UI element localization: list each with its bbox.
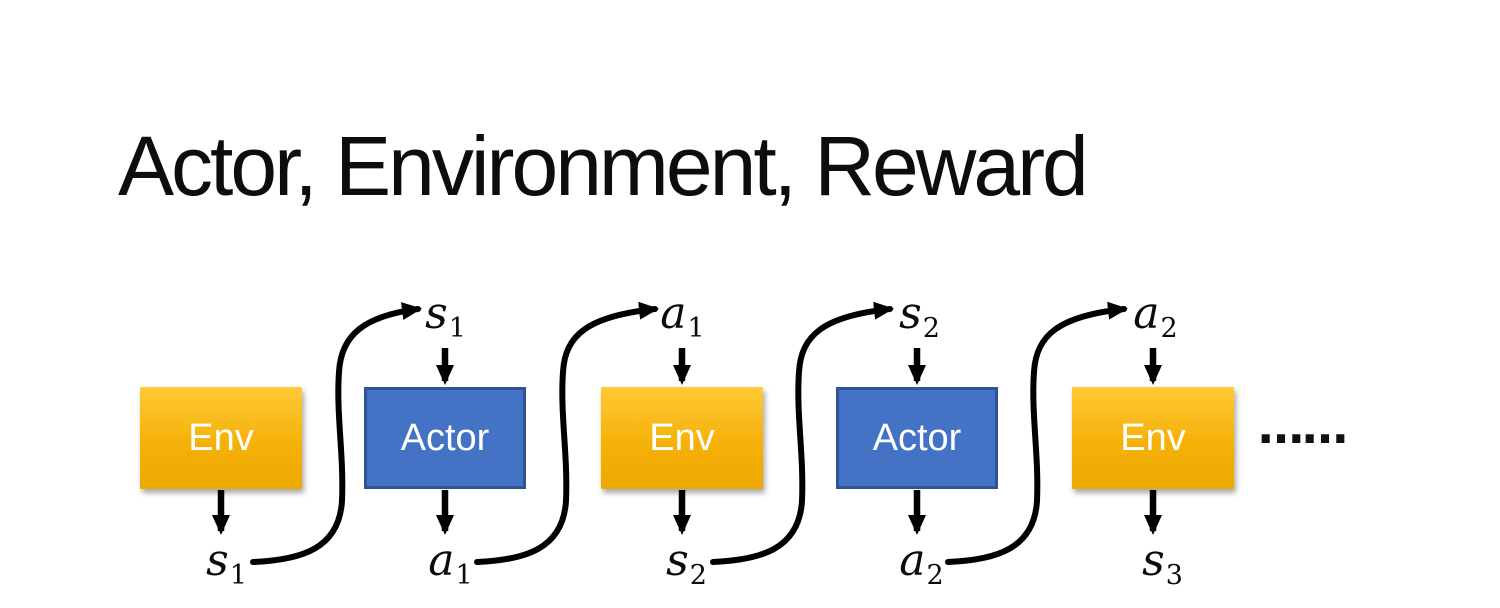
actor-box-2-label: Actor [872,416,962,459]
bottom-label-s1-sub: 1 [229,560,247,591]
page-title: Actor, Environment, Reward [118,119,1089,213]
top-label-s1-base: s [425,288,448,339]
top-label-s1-sub: 1 [448,313,466,344]
bottom-label-s3-base: s [1142,535,1165,586]
bottom-label-a2-base: a [899,535,926,586]
env-box-1: Env [140,387,302,489]
bottom-label-s1-base: s [206,535,229,586]
feedback-curve-a1 [474,301,659,565]
env-box-2-label: Env [649,416,715,459]
feedback-curve-s2 [710,301,894,565]
bottom-label-a1-base: a [428,535,455,586]
bottom-label-s2-base: s [666,535,689,586]
top-label-a2: a2 [1115,288,1195,345]
feedback-curve-s1 [250,302,422,565]
top-label-a1: a1 [642,288,722,345]
top-label-a1-sub: 1 [687,313,705,344]
top-label-a1-base: a [660,288,687,339]
feedback-curve-a2 [945,301,1128,565]
continuation-ellipsis: …… [1258,400,1348,454]
bottom-label-a1: a1 [410,535,490,592]
top-label-a2-base: a [1133,288,1160,339]
top-label-s2-sub: 2 [922,313,940,344]
bottom-label-s3-sub: 3 [1165,560,1183,591]
actor-box-1-label: Actor [400,416,490,459]
env-box-3: Env [1072,387,1234,489]
env-box-3-label: Env [1120,416,1186,459]
bottom-label-s2: s2 [646,535,726,592]
env-box-2: Env [601,387,763,489]
bottom-label-s1: s1 [186,535,266,592]
bottom-label-a1-sub: 1 [455,560,473,591]
bottom-label-s2-sub: 2 [689,560,707,591]
bottom-label-a2-sub: 2 [926,560,944,591]
top-label-a2-sub: 2 [1160,313,1178,344]
env-box-1-label: Env [188,416,254,459]
actor-box-2: Actor [836,387,998,489]
actor-box-1: Actor [364,387,526,489]
top-label-s2-base: s [899,288,922,339]
bottom-label-s3: s3 [1122,535,1202,592]
top-label-s1: s1 [405,288,485,345]
top-label-s2: s2 [879,288,959,345]
bottom-label-a2: a2 [881,535,961,592]
